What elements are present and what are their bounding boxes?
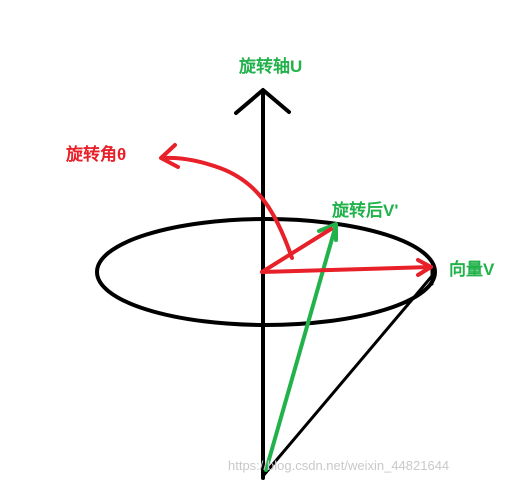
rotation-angle-arrowhead (159, 143, 180, 169)
rotation-circle (95, 217, 437, 327)
radius-to-vector-arrowhead (416, 258, 433, 277)
rotation-angle-arc (161, 155, 294, 260)
watermark: https://blog.csdn.net/weixin_44821644 (228, 458, 450, 473)
rotated-vector-arrowhead (317, 222, 338, 242)
rotated-vector-line (264, 223, 338, 472)
vector-label: 向量V (449, 260, 495, 279)
radius-to-vector-line (260, 265, 433, 274)
rotation-axis-arrowhead (234, 88, 291, 115)
radius-to-rotated-line (260, 227, 333, 274)
rotation-angle-label: 旋转角θ (66, 145, 127, 164)
rotated-vector-label: 旋转后V' (332, 201, 399, 220)
rotation-axis-label: 旋转轴U (239, 57, 303, 76)
cone-side-line (261, 274, 434, 478)
